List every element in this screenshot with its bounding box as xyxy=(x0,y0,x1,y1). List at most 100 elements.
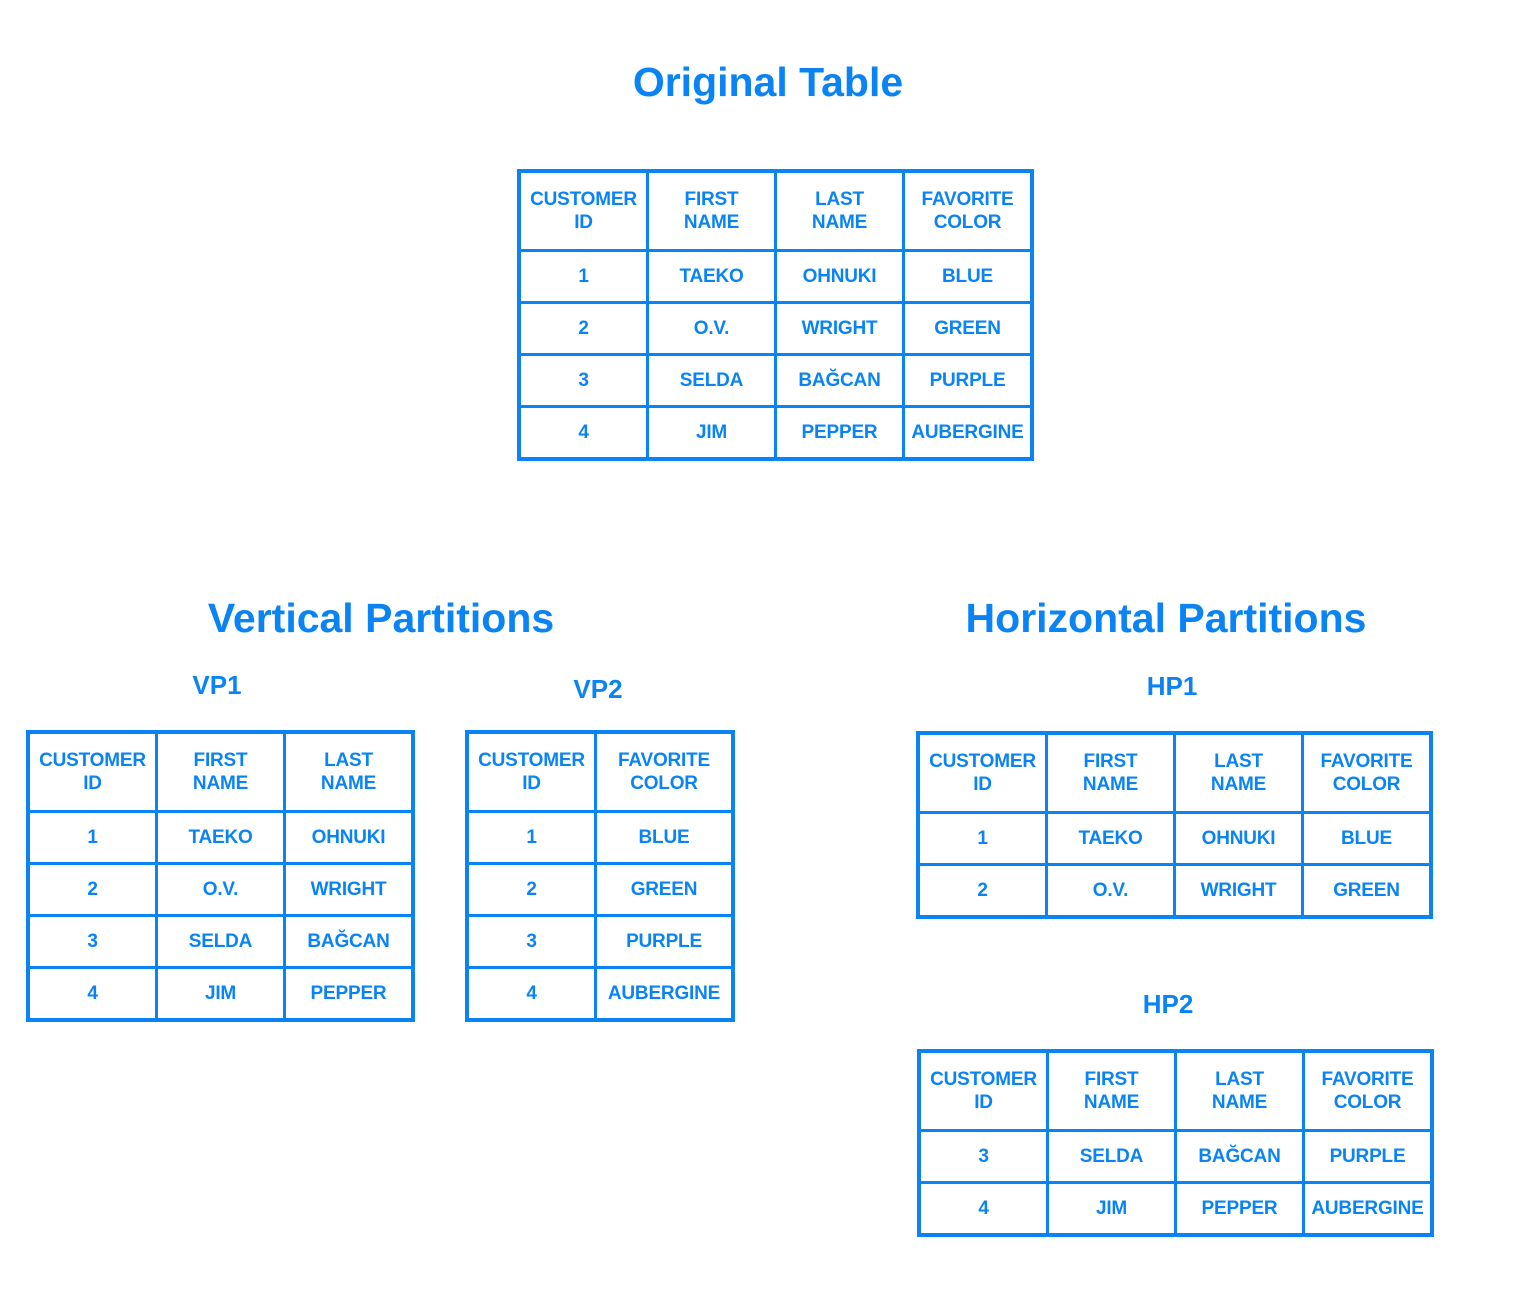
cell-last-name: BAĞCAN xyxy=(774,353,905,408)
cell-favorite-color: PURPLE xyxy=(1302,1129,1434,1184)
cell-last-name: PEPPER xyxy=(283,966,415,1022)
cell-favorite-color: PURPLE xyxy=(902,353,1034,408)
cell-first-name: SELDA xyxy=(155,914,286,969)
cell-last-name: OHNUKI xyxy=(283,810,415,865)
cell-customer-id: 2 xyxy=(517,301,649,356)
cell-favorite-color: GREEN xyxy=(1301,863,1433,919)
cell-favorite-color: PURPLE xyxy=(594,914,735,969)
cell-customer-id: 3 xyxy=(26,914,158,969)
cell-first-name: JIM xyxy=(155,966,286,1022)
cell-favorite-color: AUBERGINE xyxy=(1302,1181,1434,1237)
cell-last-name: OHNUKI xyxy=(1173,811,1304,866)
cell-customer-id: 1 xyxy=(517,249,649,304)
table-row: 3 SELDA BAĞCAN PURPLE xyxy=(517,353,1034,408)
vertical-partitions-title: Vertical Partitions xyxy=(207,595,555,641)
cell-customer-id: 2 xyxy=(465,862,597,917)
table-row: 3 SELDA BAĞCAN PURPLE xyxy=(917,1129,1434,1184)
cell-first-name: JIM xyxy=(646,405,777,461)
cell-customer-id: 4 xyxy=(517,405,649,461)
cell-customer-id: 4 xyxy=(465,966,597,1022)
cell-last-name: BAĞCAN xyxy=(283,914,415,969)
horizontal-partitions-title: Horizontal Partitions xyxy=(965,595,1367,641)
cell-first-name: O.V. xyxy=(646,301,777,356)
cell-favorite-color: BLUE xyxy=(902,249,1034,304)
cell-last-name: OHNUKI xyxy=(774,249,905,304)
cell-last-name: PEPPER xyxy=(1174,1181,1305,1237)
cell-customer-id: 1 xyxy=(26,810,158,865)
table-row: 2 O.V. WRIGHT xyxy=(26,862,415,917)
original-table-title: Original Table xyxy=(632,59,904,105)
cell-last-name: PEPPER xyxy=(774,405,905,461)
table-row: 1 TAEKO OHNUKI xyxy=(26,810,415,865)
table-row: 4 JIM PEPPER AUBERGINE xyxy=(517,405,1034,461)
cell-first-name: TAEKO xyxy=(646,249,777,304)
cell-favorite-color: AUBERGINE xyxy=(902,405,1034,461)
cell-customer-id: 2 xyxy=(916,863,1048,919)
cell-customer-id: 4 xyxy=(26,966,158,1022)
cell-customer-id: 3 xyxy=(917,1129,1049,1184)
cell-first-name: SELDA xyxy=(646,353,777,408)
cell-favorite-color: BLUE xyxy=(594,810,735,865)
vp1-label: VP1 xyxy=(192,670,242,700)
cell-last-name: WRIGHT xyxy=(283,862,415,917)
table-row: 1 BLUE xyxy=(465,810,735,865)
cell-customer-id: 3 xyxy=(465,914,597,969)
table-row: 4 JIM PEPPER AUBERGINE xyxy=(917,1181,1434,1237)
cell-customer-id: 3 xyxy=(517,353,649,408)
cell-customer-id: 1 xyxy=(465,810,597,865)
cell-customer-id: 2 xyxy=(26,862,158,917)
table-row: 1 TAEKO OHNUKI BLUE xyxy=(517,249,1034,304)
cell-favorite-color: GREEN xyxy=(902,301,1034,356)
table-row: 4 JIM PEPPER xyxy=(26,966,415,1022)
hp2-label: HP2 xyxy=(1142,989,1194,1019)
cell-favorite-color: GREEN xyxy=(594,862,735,917)
cell-last-name: WRIGHT xyxy=(1173,863,1304,919)
cell-first-name: JIM xyxy=(1046,1181,1177,1237)
table-row: 4 AUBERGINE xyxy=(465,966,735,1022)
cell-first-name: O.V. xyxy=(155,862,286,917)
table-row: 2 O.V. WRIGHT GREEN xyxy=(916,863,1433,919)
cell-favorite-color: AUBERGINE xyxy=(594,966,735,1022)
cell-first-name: SELDA xyxy=(1046,1129,1177,1184)
cell-first-name: O.V. xyxy=(1045,863,1176,919)
cell-customer-id: 1 xyxy=(916,811,1048,866)
table-row: 2 O.V. WRIGHT GREEN xyxy=(517,301,1034,356)
table-row: 3 SELDA BAĞCAN xyxy=(26,914,415,969)
table-row: 1 TAEKO OHNUKI BLUE xyxy=(916,811,1433,866)
cell-first-name: TAEKO xyxy=(1045,811,1176,866)
cell-last-name: WRIGHT xyxy=(774,301,905,356)
cell-last-name: BAĞCAN xyxy=(1174,1129,1305,1184)
cell-first-name: TAEKO xyxy=(155,810,286,865)
cell-customer-id: 4 xyxy=(917,1181,1049,1237)
table-row: 3 PURPLE xyxy=(465,914,735,969)
cell-favorite-color: BLUE xyxy=(1301,811,1433,866)
vp2-label: VP2 xyxy=(573,674,623,704)
